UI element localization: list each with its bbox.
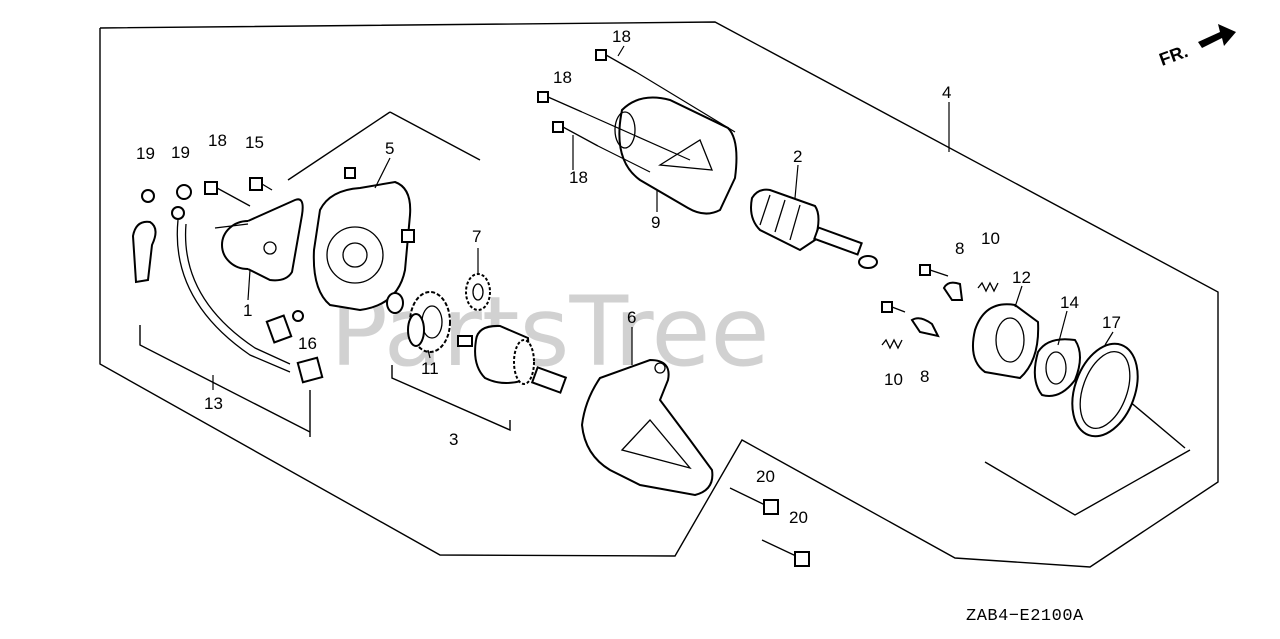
callout-8-lower: 8 [920, 367, 929, 386]
front-direction-label: FR. [1157, 41, 1191, 70]
cover-part-5 [312, 167, 415, 312]
plate-part-14 [1033, 338, 1081, 397]
terminal-cap [131, 220, 157, 284]
frame-right-inner [984, 449, 1191, 516]
gear-part-11 [407, 291, 451, 353]
gear-part-7 [465, 273, 491, 311]
callout-19-left: 19 [136, 144, 155, 163]
callout-11: 11 [421, 359, 439, 378]
callout-15: 15 [245, 133, 264, 152]
callout-6: 6 [627, 308, 636, 327]
nut-19b-icon [176, 184, 192, 200]
yoke-housing-part-9 [614, 96, 738, 215]
watermark: PartsTree [330, 276, 770, 388]
gasket-part-17 [1071, 342, 1139, 438]
frame-5-left [287, 111, 391, 181]
callout-16: 16 [298, 334, 317, 353]
callout-9: 9 [651, 213, 660, 232]
assembly-frame-1 [139, 325, 311, 433]
callout-13: 13 [204, 394, 223, 413]
screw-15-icon [249, 177, 263, 191]
front-bracket-part-6 [580, 358, 714, 497]
callout-18-top: 18 [612, 27, 631, 46]
callout-5: 5 [385, 139, 394, 158]
armature-part-2 [750, 188, 878, 269]
callout-1: 1 [243, 301, 252, 320]
callout-4: 4 [942, 83, 951, 102]
bolt-18-left [204, 181, 251, 207]
drive-pinion-part-3 [457, 324, 568, 394]
callout-20-upper: 20 [756, 467, 775, 486]
cable-part-13 [176, 219, 293, 373]
washer-icon [171, 206, 185, 220]
nut-19a-icon [141, 189, 155, 203]
callout-20-lower: 20 [789, 508, 808, 527]
terminal-16-icon [296, 356, 324, 384]
callout-19-right: 19 [171, 143, 190, 162]
callout-3: 3 [449, 430, 458, 449]
callout-8-upper: 8 [955, 239, 964, 258]
front-direction-indicator: FR. [1157, 24, 1236, 70]
diagram-reference-code: ZAB4−E2100A [966, 607, 1084, 626]
callout-18-middle: 18 [553, 68, 572, 87]
callout-18-lower: 18 [569, 168, 588, 187]
callout-14: 14 [1060, 293, 1079, 312]
frame-5-top [389, 111, 481, 161]
callout-18-left: 18 [208, 131, 227, 150]
brush-holder-part-12 [972, 303, 1040, 380]
callout-17: 17 [1102, 313, 1121, 332]
bolt-20-lower [761, 539, 810, 567]
bolt-20-upper [729, 487, 779, 515]
assembly-frame-4 [99, 21, 1219, 568]
bolt-18-middle [537, 91, 691, 161]
washer-11 [386, 292, 404, 314]
callout-2: 2 [793, 147, 802, 166]
solenoid-part-1 [214, 198, 304, 282]
bolt-18-top [595, 49, 736, 133]
bolt-18-lower [552, 121, 651, 173]
brush-assembly-lower [881, 301, 940, 350]
screw-small-icon [292, 310, 304, 322]
front-arrow-icon [1198, 24, 1236, 48]
callout-10-upper: 10 [981, 229, 1000, 248]
callout-10-lower: 10 [884, 370, 903, 389]
brush-assembly-upper [919, 264, 999, 301]
assembly-frame-3 [391, 365, 511, 432]
callout-7: 7 [472, 227, 481, 246]
callout-12: 12 [1012, 268, 1031, 287]
